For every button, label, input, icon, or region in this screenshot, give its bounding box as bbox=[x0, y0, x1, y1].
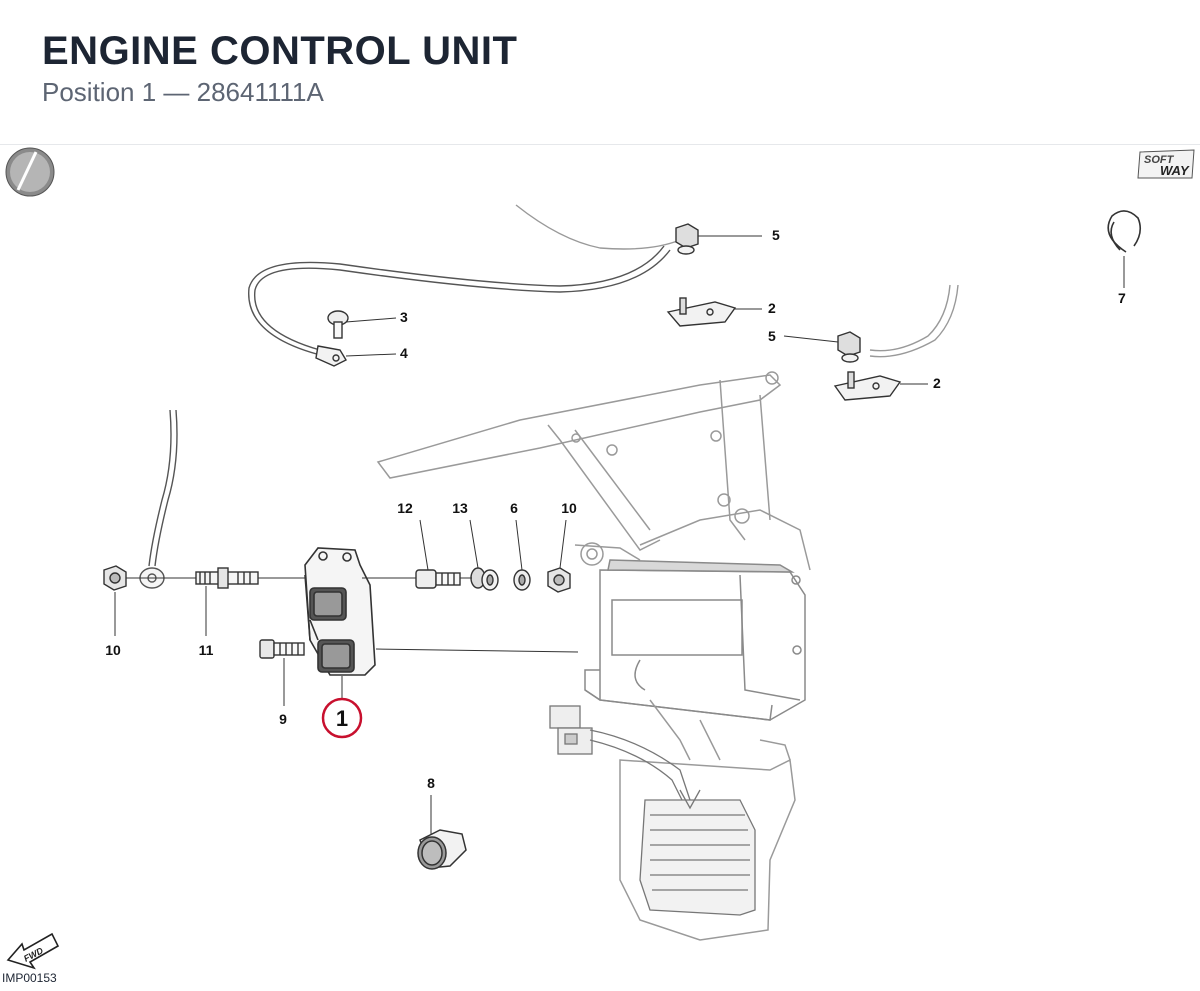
logo-text-way: WAY bbox=[1160, 163, 1190, 178]
part-10-nut-left[interactable] bbox=[103, 565, 127, 591]
part-8-grommet[interactable] bbox=[417, 829, 467, 870]
fwd-arrow-icon: FWD bbox=[6, 932, 60, 970]
label-part-6[interactable]: 6 bbox=[510, 500, 518, 516]
page-subtitle: Position 1 — 28641111A bbox=[42, 77, 324, 107]
mounting-plate bbox=[619, 699, 796, 941]
part-2-bracket-upper[interactable] bbox=[666, 297, 737, 327]
label-part-9[interactable]: 9 bbox=[279, 711, 287, 727]
leader-lines bbox=[114, 235, 1125, 834]
header: ENGINE CONTROL UNIT Position 1 — 2864111… bbox=[42, 28, 517, 108]
label-part-13[interactable]: 13 bbox=[452, 500, 468, 516]
part-1-connector[interactable] bbox=[304, 547, 376, 676]
label-part-2[interactable]: 2 bbox=[768, 300, 776, 316]
label-part-7[interactable]: 7 bbox=[1118, 290, 1126, 306]
rotate-view-icon[interactable] bbox=[5, 147, 55, 197]
part-number-labels: 1 5 2 3 4 5 2 7 12 13 6 10 10 11 9 8 bbox=[105, 227, 1126, 791]
label-part-4[interactable]: 4 bbox=[400, 345, 408, 361]
part-6-washer[interactable] bbox=[513, 569, 531, 591]
part-11-stud[interactable] bbox=[195, 567, 259, 589]
part-12-spacer-bolt[interactable] bbox=[415, 569, 461, 589]
part-1-highlight-circle[interactable] bbox=[321, 697, 363, 739]
frame-bracket bbox=[376, 371, 811, 571]
label-part-5-second[interactable]: 5 bbox=[768, 328, 776, 344]
label-part-10-second[interactable]: 10 bbox=[105, 642, 121, 658]
part-3-screw[interactable] bbox=[327, 310, 349, 339]
label-part-5[interactable]: 5 bbox=[772, 227, 780, 243]
part-5-nut-lower[interactable] bbox=[837, 331, 861, 363]
part-5-nut-upper[interactable] bbox=[675, 223, 699, 255]
ecu-box[interactable] bbox=[584, 559, 806, 721]
part-9-bolt[interactable] bbox=[259, 639, 305, 659]
label-part-12[interactable]: 12 bbox=[397, 500, 413, 516]
ground-wire-left bbox=[139, 409, 178, 589]
label-part-10[interactable]: 10 bbox=[561, 500, 577, 516]
label-part-2-second[interactable]: 2 bbox=[933, 375, 941, 391]
voltage-regulator bbox=[639, 789, 756, 916]
drawing-code: IMP00153 bbox=[2, 971, 57, 985]
softway-logo: SOFT WAY bbox=[1137, 149, 1195, 179]
label-part-8[interactable]: 8 bbox=[427, 775, 435, 791]
part-10-nut-right[interactable] bbox=[547, 567, 571, 593]
ground-cable-upper bbox=[248, 204, 959, 358]
part-7-clip[interactable] bbox=[1107, 210, 1142, 253]
label-part-1[interactable]: 1 bbox=[336, 706, 348, 731]
label-part-3[interactable]: 3 bbox=[400, 309, 408, 325]
logo-text-soft: SOFT bbox=[1144, 154, 1175, 166]
header-divider bbox=[0, 144, 1200, 145]
part-13-bushing[interactable] bbox=[470, 567, 499, 591]
ecu-wiring-harness bbox=[549, 705, 691, 801]
page-title: ENGINE CONTROL UNIT bbox=[42, 29, 518, 73]
part-2-bracket-lower[interactable] bbox=[833, 371, 902, 401]
label-part-11[interactable]: 11 bbox=[199, 642, 214, 658]
part-4-cable-eyelet[interactable] bbox=[315, 345, 347, 367]
